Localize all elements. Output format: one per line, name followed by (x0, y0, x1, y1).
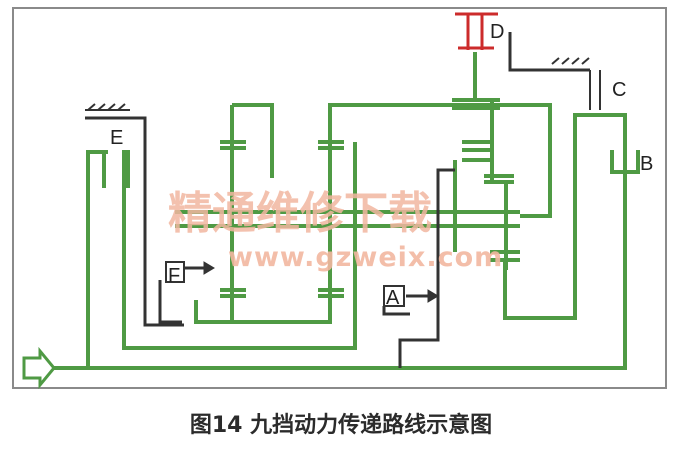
brake-c-ground-hatch (551, 57, 590, 65)
figure-caption: 图14 九挡动力传递路线示意图 (190, 412, 492, 438)
input-arrow-icon (22, 346, 56, 390)
pinion-front-1 (220, 140, 246, 150)
watermark-title: 精通维修下载 (168, 188, 432, 239)
clutch-e-branch (86, 150, 108, 368)
pinion-rear-2 (462, 140, 492, 152)
label-c: C (612, 79, 626, 101)
clutch-a-bracket (382, 306, 410, 316)
label-f: F (168, 265, 180, 287)
brake-e-housing (85, 116, 184, 327)
brake-c-lines (589, 70, 601, 110)
brake-d-applied (455, 12, 498, 50)
watermark-url: www.gzweix.com (228, 242, 503, 273)
pinion-rear-3 (484, 174, 514, 184)
clutch-f-bracket (158, 280, 182, 324)
label-b: B (640, 153, 653, 175)
input-shaft (52, 150, 627, 370)
pinion-front-3 (220, 288, 246, 298)
pinion-rear-1 (452, 98, 500, 110)
clutch-a-link (398, 168, 455, 368)
clutch-f-box (165, 261, 185, 283)
front-sun-link (194, 103, 552, 324)
pinion-front-4 (318, 288, 344, 298)
clutch-b-cup (610, 150, 640, 174)
shift-arrows (184, 261, 439, 303)
clutch-a-box (383, 285, 405, 307)
pinion-front-2 (318, 140, 344, 150)
static-structure (85, 32, 601, 368)
label-d: D (490, 21, 504, 43)
front-ring (232, 103, 274, 178)
clutch-e-inner (122, 142, 357, 350)
brake-c-link (508, 32, 590, 72)
label-e: E (110, 127, 123, 149)
label-a: A (386, 287, 400, 309)
clutch-e-cup (102, 150, 130, 188)
power-flow-path (52, 52, 640, 370)
pinion-rear-4 (490, 250, 520, 262)
clutch-b-link (503, 113, 627, 320)
brake-e-ground-hatch (87, 103, 126, 111)
